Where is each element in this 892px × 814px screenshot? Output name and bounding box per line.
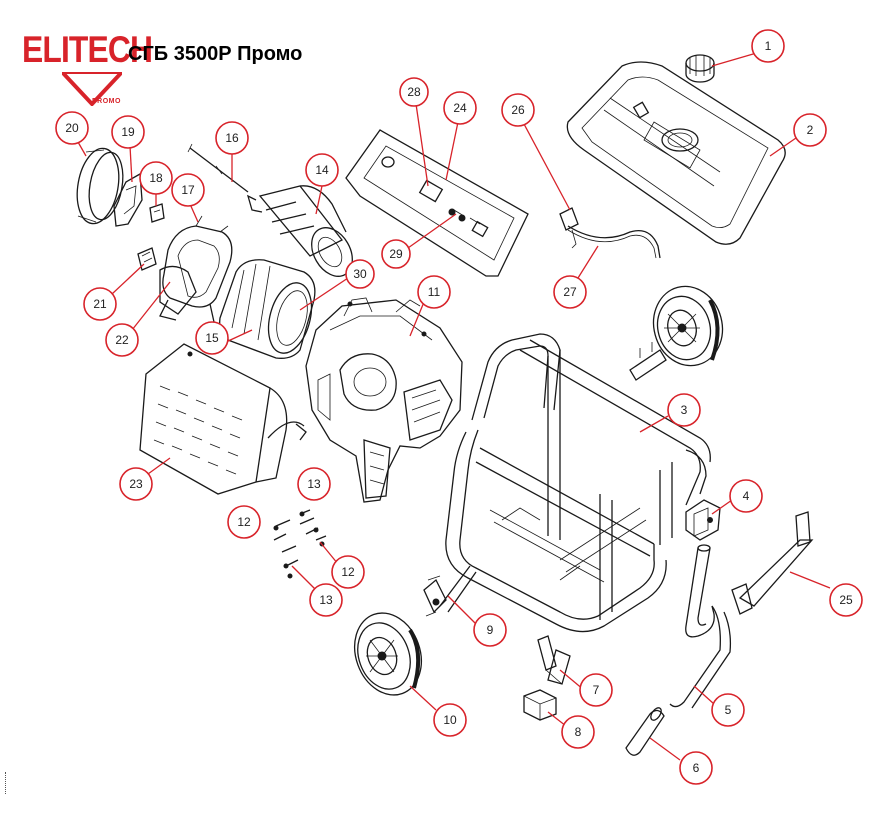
part-bracket-handle <box>685 499 721 541</box>
callout-label: 8 <box>575 725 582 739</box>
callout-label: 28 <box>407 85 421 99</box>
callout-15: 15 <box>195 321 229 355</box>
callout-label: 18 <box>149 171 163 185</box>
callout-label: 12 <box>237 515 251 529</box>
callout-8: 8 <box>561 715 595 749</box>
callout-label: 9 <box>487 623 494 637</box>
callout-6: 6 <box>679 751 713 785</box>
part-handle-tube <box>669 544 732 709</box>
part-rubber-foot <box>523 689 557 721</box>
part-foot-bracket <box>537 635 571 685</box>
callout-9: 9 <box>473 613 507 647</box>
callout-label: 17 <box>181 183 195 197</box>
callout-label: 25 <box>839 593 853 607</box>
part-rotor <box>246 185 353 277</box>
callout-label: 13 <box>319 593 333 607</box>
part-wheel-front <box>354 612 422 696</box>
callout-19: 19 <box>111 115 145 149</box>
callout-26: 26 <box>501 93 535 127</box>
part-frame <box>445 333 711 633</box>
callout-label: 23 <box>129 477 143 491</box>
page-title: СГБ 3500Р Промо <box>128 43 303 65</box>
part-fuel-tank <box>566 61 786 245</box>
part-brush-holder <box>149 203 165 223</box>
part-fuel-cap <box>685 54 715 83</box>
callout-12a: 12 <box>227 505 261 539</box>
callout-13b: 13 <box>309 583 343 617</box>
callout-22: 22 <box>105 323 139 357</box>
callout-label: 2 <box>807 123 814 137</box>
part-axle <box>423 565 477 617</box>
part-filter-ring <box>76 147 124 225</box>
callout-23: 23 <box>119 467 153 501</box>
callout-10: 10 <box>433 703 467 737</box>
logo-triangle-icon <box>62 72 122 106</box>
callout-16: 16 <box>215 121 249 155</box>
callout-label: 21 <box>93 297 107 311</box>
callout-1: 1 <box>751 29 785 63</box>
part-rectifier <box>137 247 157 271</box>
part-nuts <box>273 519 299 579</box>
callout-label: 26 <box>511 103 525 117</box>
brand-logo-subtext: PROMO <box>92 98 121 105</box>
callout-label: 13 <box>307 477 321 491</box>
callout-label: 4 <box>743 489 750 503</box>
callout-label: 12 <box>341 565 355 579</box>
callout-label: 20 <box>65 121 79 135</box>
callout-label: 15 <box>205 331 219 345</box>
callout-5: 5 <box>711 693 745 727</box>
corner-mark <box>5 772 7 794</box>
callout-3: 3 <box>667 393 701 427</box>
part-support-bar <box>731 511 814 615</box>
part-grip <box>625 707 665 756</box>
part-fuel-line <box>559 207 661 259</box>
callout-label: 10 <box>443 713 457 727</box>
callout-label: 1 <box>765 39 772 53</box>
part-mounting-plate <box>159 265 197 315</box>
callout-18: 18 <box>139 161 173 195</box>
callout-label: 29 <box>389 247 403 261</box>
part-control-panel <box>345 129 529 277</box>
part-through-bolt <box>187 143 249 193</box>
callout-label: 6 <box>693 761 700 775</box>
callout-4: 4 <box>729 479 763 513</box>
callout-12b: 12 <box>331 555 365 589</box>
callout-11: 11 <box>417 275 451 309</box>
callout-25: 25 <box>829 583 863 617</box>
part-muffler <box>139 343 307 495</box>
callout-label: 16 <box>225 131 239 145</box>
callout-28: 28 <box>399 77 429 107</box>
callout-7: 7 <box>579 673 613 707</box>
callout-27: 27 <box>553 275 587 309</box>
callout-13a: 13 <box>297 467 331 501</box>
callout-label: 24 <box>453 101 467 115</box>
callout-label: 22 <box>115 333 129 347</box>
callout-label: 11 <box>428 285 441 299</box>
callout-20: 20 <box>55 111 89 145</box>
callout-17: 17 <box>171 173 205 207</box>
callout-label: 14 <box>315 163 329 177</box>
part-rear-housing <box>159 215 233 323</box>
callout-label: 27 <box>563 285 577 299</box>
callout-label: 7 <box>593 683 600 697</box>
callout-label: 3 <box>681 403 688 417</box>
callout-21: 21 <box>83 287 117 321</box>
callout-label: 19 <box>121 125 135 139</box>
leader-lines <box>77 51 831 761</box>
callout-2: 2 <box>793 113 827 147</box>
callout-30: 30 <box>345 259 375 289</box>
callout-label: 5 <box>725 703 732 717</box>
part-bolts <box>299 509 327 547</box>
part-wheel-rear <box>652 285 724 367</box>
callout-14: 14 <box>305 153 339 187</box>
callout-24: 24 <box>443 91 477 125</box>
brand-logo: ELITECH <box>22 29 153 70</box>
callout-29: 29 <box>381 239 411 269</box>
callout-label: 30 <box>353 267 367 281</box>
part-stator <box>219 259 316 359</box>
part-engine <box>305 297 463 503</box>
